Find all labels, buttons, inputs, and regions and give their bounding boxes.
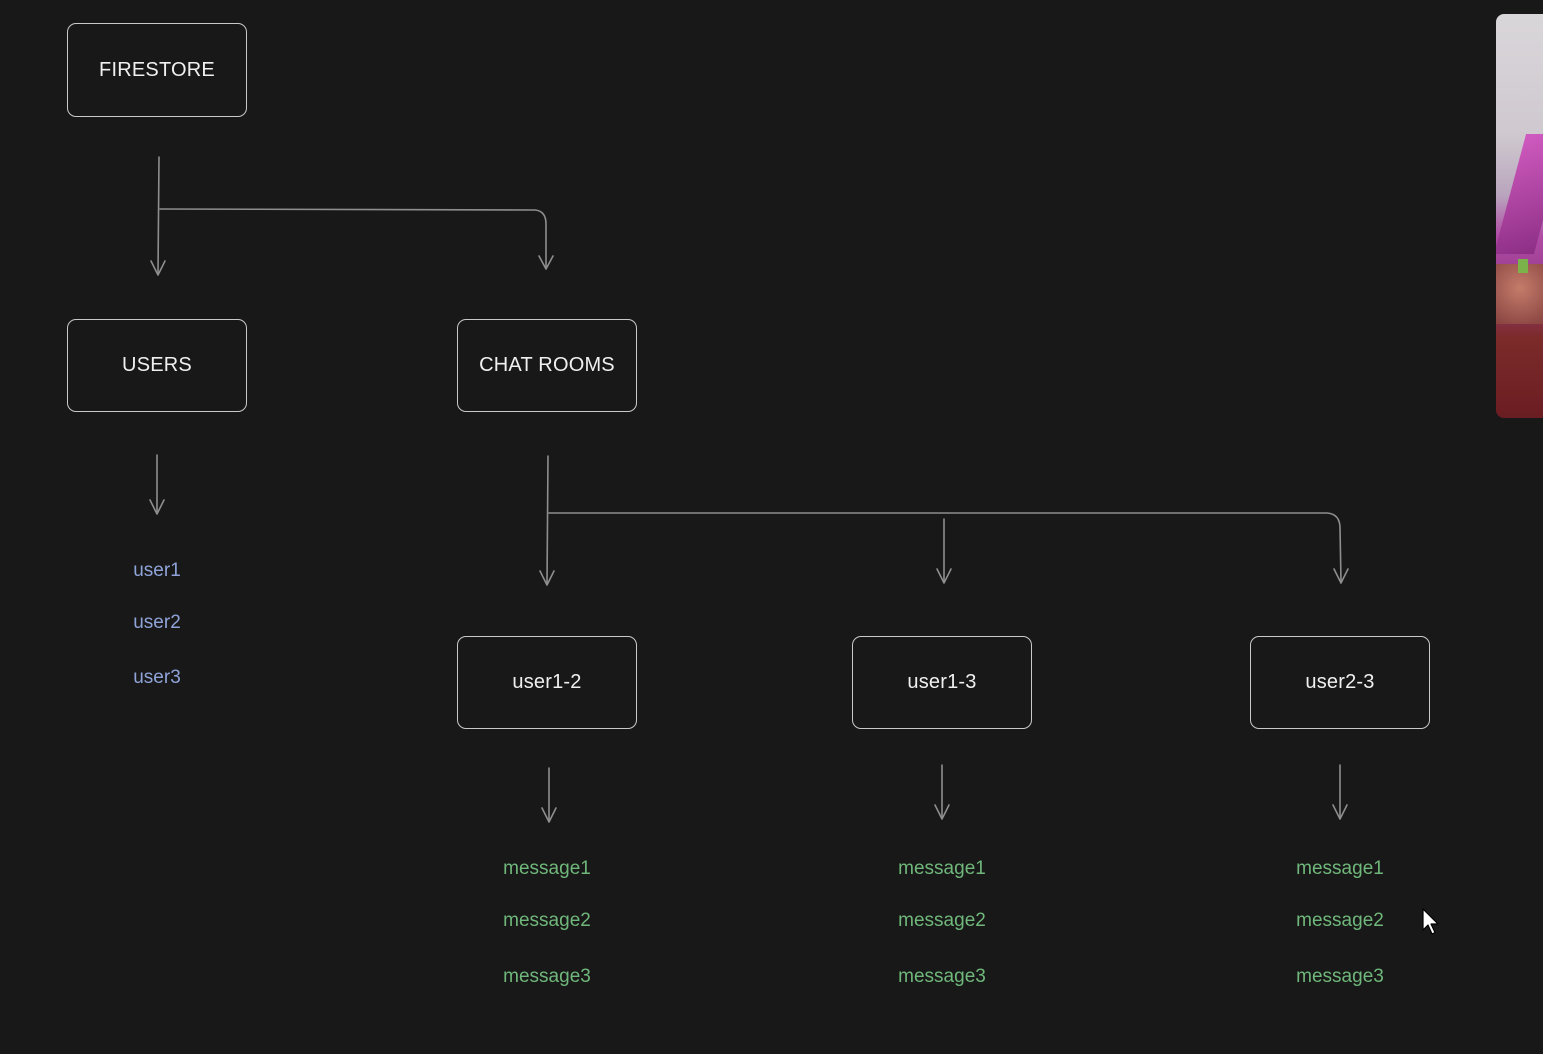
- mouse-cursor-icon: [1422, 908, 1439, 935]
- chat-rooms-label: CHAT ROOMS: [479, 354, 615, 376]
- arrow-chatrooms-branch: [548, 512, 1342, 583]
- message-item: message1: [1296, 858, 1384, 879]
- users-node: USERS: [67, 319, 247, 412]
- thumbnail-plant-shape: [1518, 259, 1528, 273]
- arrowhead-room3-messages: [1332, 804, 1348, 820]
- arrow-chatrooms-room1: [546, 455, 549, 585]
- message-item: message3: [503, 966, 591, 987]
- arrowhead-room1: [539, 570, 555, 586]
- message-item: message1: [898, 858, 986, 879]
- room-label: user2-3: [1305, 671, 1375, 693]
- message-item: message3: [898, 966, 986, 987]
- room-node-user2-3: user2-3: [1250, 636, 1430, 729]
- room-node-user1-3: user1-3: [852, 636, 1032, 729]
- room-node-user1-2: user1-2: [457, 636, 637, 729]
- user-list-item: user1: [133, 560, 181, 581]
- message-item: message3: [1296, 966, 1384, 987]
- arrowhead-room2-messages: [934, 804, 950, 820]
- arrowhead-room1-messages: [541, 807, 557, 823]
- room-label: user1-3: [907, 671, 977, 693]
- firestore-node: FIRESTORE: [67, 23, 247, 117]
- arrowhead-users-list: [149, 499, 165, 515]
- chat-rooms-node: CHAT ROOMS: [457, 319, 637, 412]
- arrow-firestore-users: [157, 156, 160, 275]
- video-thumbnail[interactable]: [1496, 14, 1543, 418]
- thumbnail-wall-shape: [1496, 134, 1543, 254]
- thumbnail-object-shape: [1496, 264, 1543, 324]
- user-list-item: user2: [133, 612, 181, 633]
- arrowhead-users: [150, 260, 166, 276]
- users-label: USERS: [122, 354, 192, 376]
- arrowhead-room2: [936, 568, 952, 584]
- message-item: message2: [898, 910, 986, 931]
- arrow-firestore-chatrooms: [159, 208, 547, 269]
- arrowhead-room3: [1333, 568, 1349, 584]
- message-item: message2: [503, 910, 591, 931]
- firestore-label: FIRESTORE: [99, 58, 215, 81]
- user-list-item: user3: [133, 667, 181, 688]
- arrowhead-chatrooms: [538, 255, 554, 270]
- message-item: message2: [1296, 910, 1384, 931]
- room-label: user1-2: [512, 671, 582, 693]
- message-item: message1: [503, 858, 591, 879]
